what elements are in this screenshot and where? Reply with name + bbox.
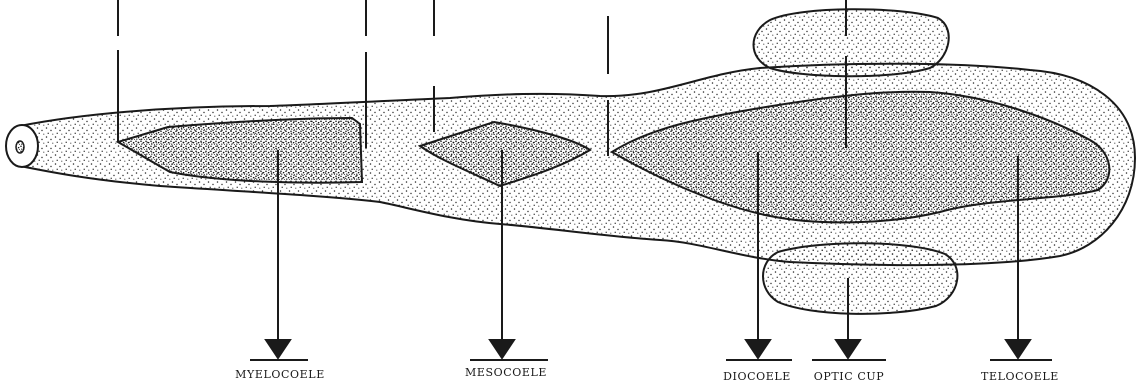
arrow-head-myelocoele	[266, 340, 290, 358]
label-myelocoele: MYELOCOELE	[235, 368, 325, 381]
label-optic-cup: OPTIC CUP	[814, 370, 885, 383]
arrow-head-diocoele	[746, 340, 770, 358]
arrow-head-mesocoele	[490, 340, 514, 358]
label-diocoele: DIOCOELE	[723, 370, 791, 383]
central-canal	[16, 141, 24, 153]
arrow-head-telocoele	[1006, 340, 1030, 358]
arrow-head-optic-cup	[836, 340, 860, 358]
label-mesocoele: MESOCOELE	[465, 366, 547, 379]
label-telocoele: TELOCOELE	[981, 370, 1059, 383]
